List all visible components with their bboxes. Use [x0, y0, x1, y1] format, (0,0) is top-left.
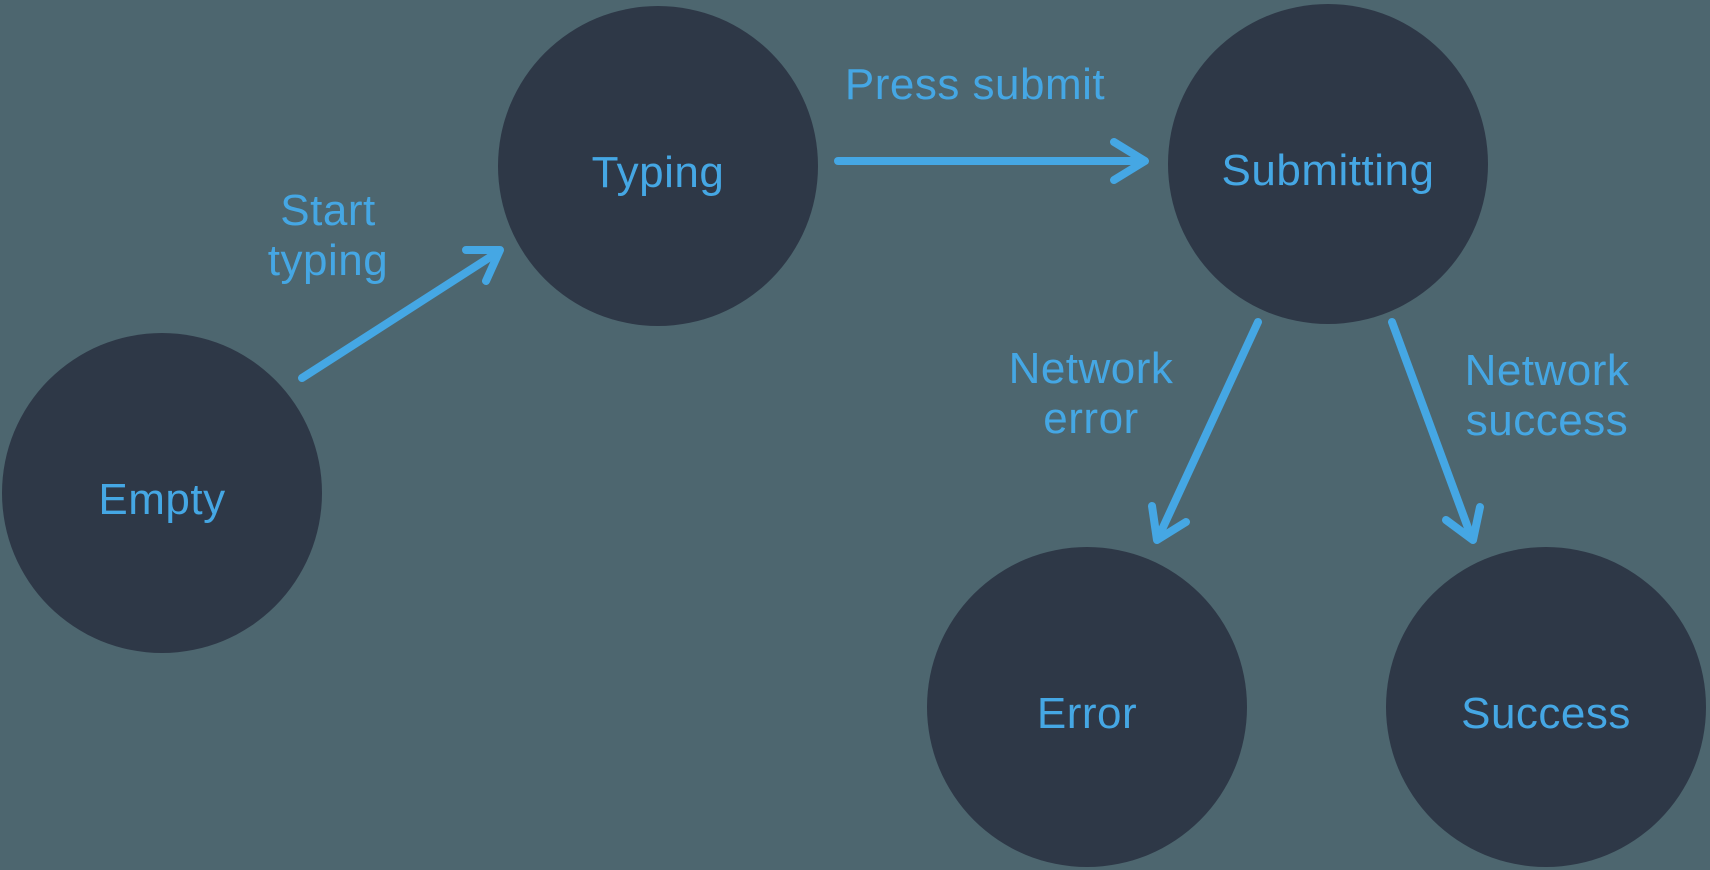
state-label-submitting: Submitting — [1221, 146, 1435, 195]
transition-label-network-success: Network success — [1464, 346, 1630, 445]
state-label-empty: Empty — [98, 475, 226, 524]
state-node-empty: Empty — [2, 333, 322, 653]
state-node-typing: Typing — [498, 6, 818, 326]
state-node-submitting: Submitting — [1168, 4, 1488, 324]
state-label-typing: Typing — [591, 148, 725, 197]
state-node-error: Error — [927, 547, 1247, 867]
transition-label-start-typing: Start typing — [267, 186, 389, 285]
transition-label-network-error: Network error — [1008, 344, 1174, 443]
state-label-error: Error — [1036, 689, 1138, 738]
arrow-press-submit-icon — [834, 138, 1149, 184]
transition-label-press-submit: Press submit — [844, 60, 1106, 109]
state-node-success: Success — [1386, 547, 1706, 867]
state-label-success: Success — [1461, 689, 1631, 738]
